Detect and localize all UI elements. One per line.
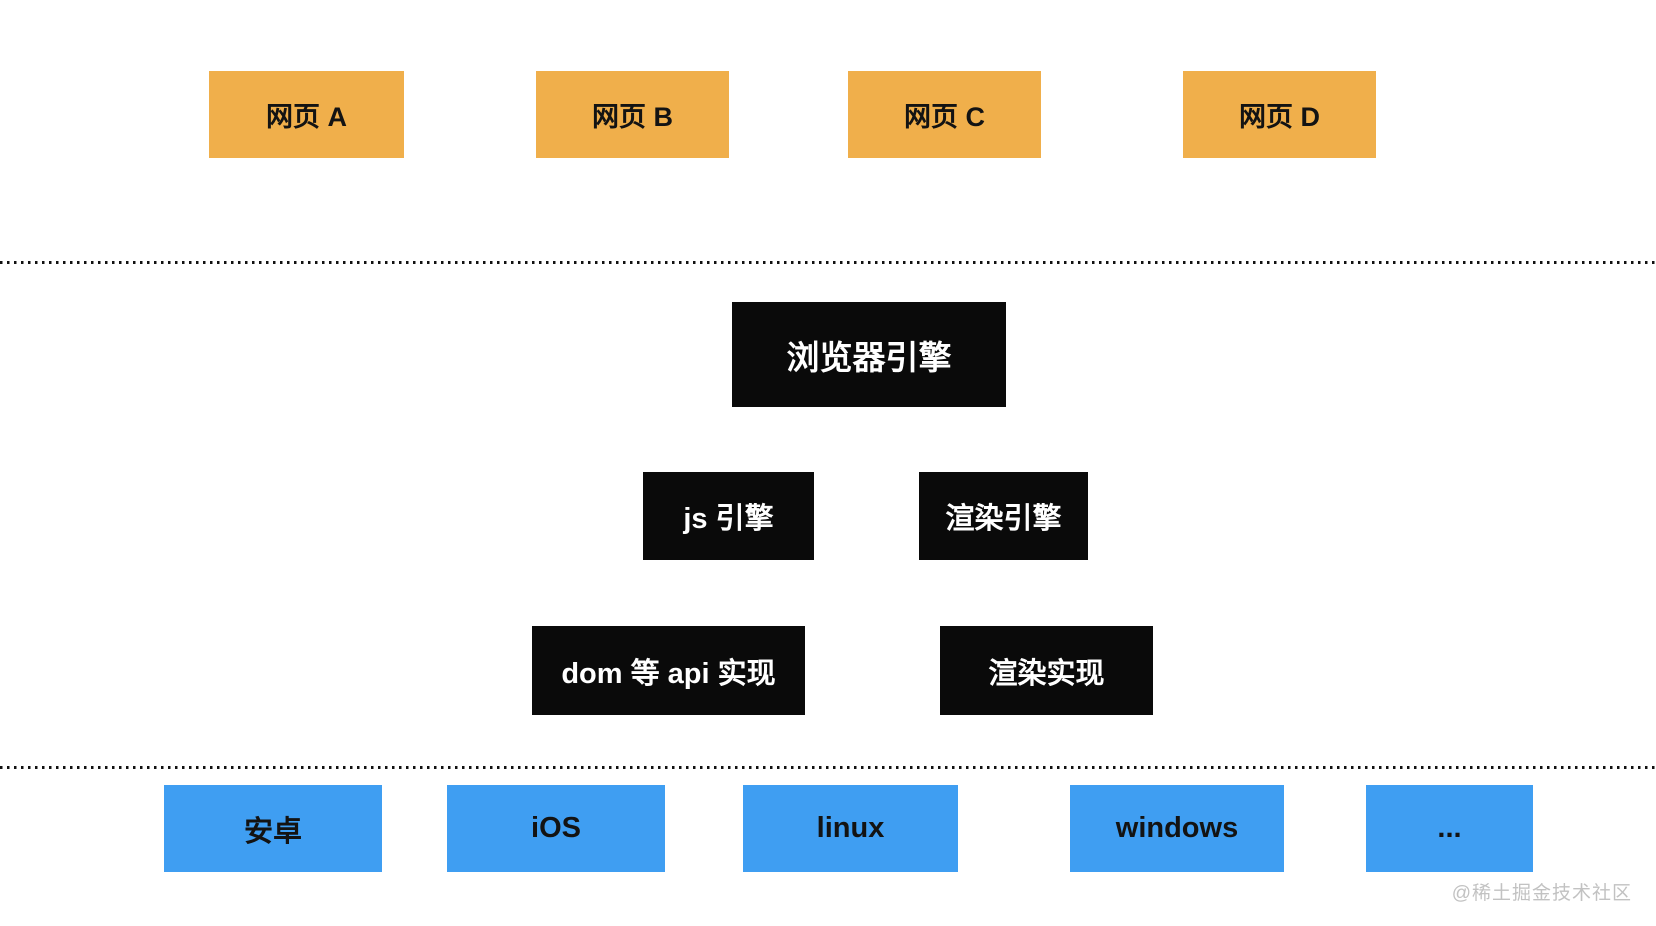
dotted-separator-top xyxy=(0,261,1656,264)
webpage-d-box: 网页 D xyxy=(1183,71,1376,158)
browser-engine-box: 浏览器引擎 xyxy=(732,302,1006,407)
webpage-b-box: 网页 B xyxy=(536,71,729,158)
render-implementation-box: 渲染实现 xyxy=(940,626,1153,715)
platform-linux-box: linux xyxy=(743,785,958,872)
js-engine-box: js 引擎 xyxy=(643,472,814,560)
platform-android-box: 安卓 xyxy=(164,785,382,872)
platform-ios-box: iOS xyxy=(447,785,665,872)
platform-more-box: ... xyxy=(1366,785,1533,872)
webpage-c-box: 网页 C xyxy=(848,71,1041,158)
platform-windows-box: windows xyxy=(1070,785,1284,872)
dom-api-implementation-box: dom 等 api 实现 xyxy=(532,626,805,715)
webpage-a-box: 网页 A xyxy=(209,71,404,158)
juejin-watermark: @稀土掘金技术社区 xyxy=(1451,883,1632,904)
dotted-separator-bottom xyxy=(0,766,1656,769)
render-engine-box: 渲染引擎 xyxy=(919,472,1088,560)
